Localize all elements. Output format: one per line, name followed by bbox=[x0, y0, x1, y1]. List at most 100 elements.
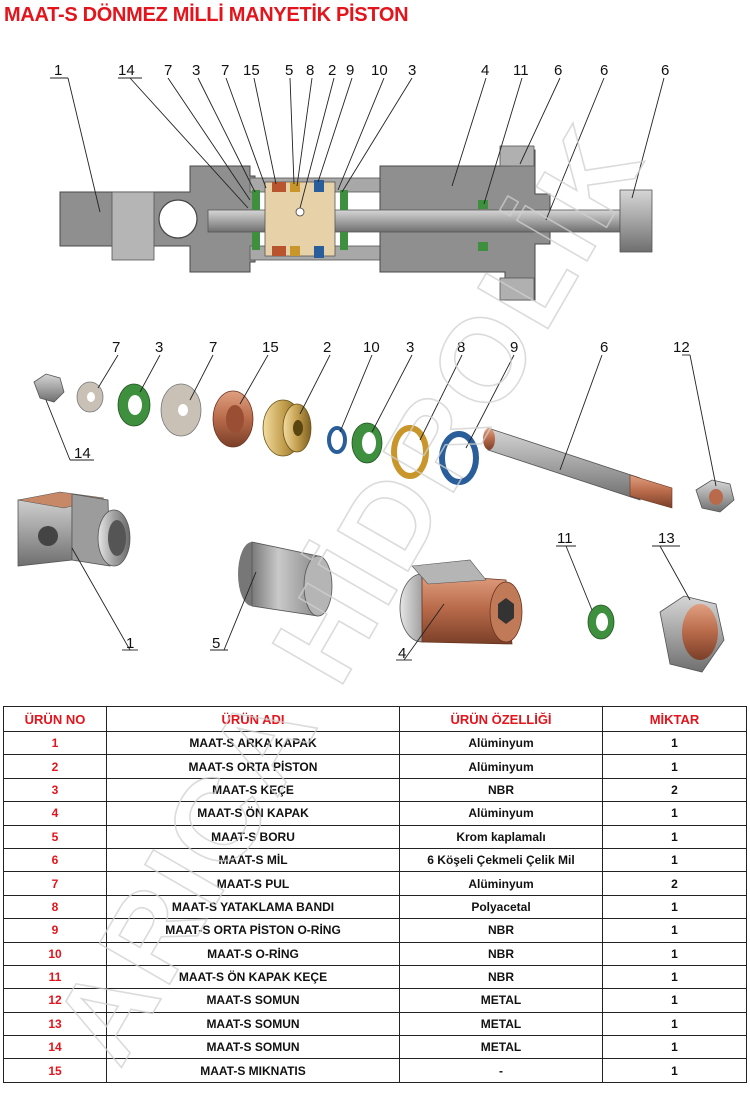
svg-text:2: 2 bbox=[328, 62, 336, 79]
tube-exploded bbox=[238, 541, 333, 617]
row-no: 6 bbox=[3, 847, 107, 873]
exploded-view bbox=[17, 373, 735, 673]
svg-text:4: 4 bbox=[398, 645, 406, 662]
row-qty: 1 bbox=[602, 730, 747, 756]
svg-text:7: 7 bbox=[221, 62, 229, 79]
row-qty: 1 bbox=[602, 988, 747, 1013]
row-name: MAAT-S ORTA PİSTON O-RİNG bbox=[106, 918, 400, 943]
row-name: MAAT-S BORU bbox=[106, 824, 400, 849]
row-property: METAL bbox=[399, 1035, 603, 1060]
row-name: MAAT-S MIKNATIS bbox=[106, 1058, 400, 1083]
row-no: 4 bbox=[3, 801, 107, 826]
row-qty: 2 bbox=[602, 777, 747, 803]
row-property: METAL bbox=[399, 1011, 603, 1037]
row-name: MAAT-S O-RİNG bbox=[106, 941, 400, 966]
svg-text:3: 3 bbox=[406, 339, 414, 356]
svg-text:4: 4 bbox=[481, 62, 489, 79]
header-no: ÜRÜN NO bbox=[3, 706, 107, 732]
svg-text:11: 11 bbox=[557, 530, 573, 547]
row-property: Alüminyum bbox=[399, 801, 603, 826]
row-no: 15 bbox=[3, 1058, 107, 1083]
svg-text:14: 14 bbox=[74, 445, 91, 462]
row-property: 6 Köşeli Çekmeli Çelik Mil bbox=[399, 847, 603, 873]
svg-text:8: 8 bbox=[306, 62, 314, 79]
svg-text:6: 6 bbox=[554, 62, 562, 79]
nut-14 bbox=[33, 373, 65, 403]
svg-text:10: 10 bbox=[371, 62, 388, 79]
row-property: Alüminyum bbox=[399, 871, 603, 896]
row-qty: 1 bbox=[602, 824, 747, 849]
row-property: - bbox=[399, 1058, 603, 1083]
svg-text:6: 6 bbox=[661, 62, 669, 79]
svg-text:7: 7 bbox=[164, 62, 172, 79]
row-no: 12 bbox=[3, 988, 107, 1013]
row-name: MAAT-S SOMUN bbox=[106, 1035, 400, 1060]
row-name: MAAT-S PUL bbox=[106, 871, 400, 896]
row-name: MAAT-S ARKA KAPAK bbox=[106, 730, 400, 756]
row-qty: 1 bbox=[602, 894, 747, 920]
row-no: 2 bbox=[3, 754, 107, 779]
header-property: ÜRÜN ÖZELLİĞİ bbox=[399, 706, 603, 732]
svg-text:15: 15 bbox=[243, 62, 260, 79]
row-property: NBR bbox=[399, 918, 603, 943]
svg-text:15: 15 bbox=[262, 339, 279, 356]
row-name: MAAT-S MİL bbox=[106, 847, 400, 873]
svg-text:3: 3 bbox=[192, 62, 200, 79]
svg-text:2: 2 bbox=[323, 339, 331, 356]
rear-cap-section bbox=[59, 165, 256, 273]
section-leaders bbox=[50, 77, 665, 221]
rod-exploded bbox=[487, 427, 641, 501]
row-no: 9 bbox=[3, 918, 107, 943]
cylinder-diagram: 1 14 7 3 7 15 5 8 2 9 10 3 4 11 6 6 6 bbox=[17, 62, 735, 673]
svg-text:7: 7 bbox=[209, 339, 217, 356]
row-name: MAAT-S ÖN KAPAK bbox=[106, 801, 400, 826]
row-name: MAAT-S SOMUN bbox=[106, 988, 400, 1013]
row-property: NBR bbox=[399, 777, 603, 803]
row-property: Polyacetal bbox=[399, 894, 603, 920]
row-name: MAAT-S KEÇE bbox=[106, 777, 400, 803]
row-no: 3 bbox=[3, 777, 107, 803]
svg-text:7: 7 bbox=[112, 339, 120, 356]
row-no: 1 bbox=[3, 730, 107, 756]
svg-text:14: 14 bbox=[118, 62, 135, 79]
row-qty: 1 bbox=[602, 1011, 747, 1037]
row-property: Krom kaplamalı bbox=[399, 824, 603, 849]
row-no: 11 bbox=[3, 964, 107, 990]
row-qty: 1 bbox=[602, 918, 747, 943]
section-view bbox=[59, 145, 653, 301]
row-property: Alüminyum bbox=[399, 754, 603, 779]
row-no: 5 bbox=[3, 824, 107, 849]
row-name: MAAT-S SOMUN bbox=[106, 1011, 400, 1037]
header-qty: MİKTAR bbox=[602, 706, 747, 732]
row-qty: 2 bbox=[602, 871, 747, 896]
row-name: MAAT-S ÖN KAPAK KEÇE bbox=[106, 964, 400, 990]
row-qty: 1 bbox=[602, 847, 747, 873]
rod-end-nut bbox=[619, 189, 653, 253]
svg-text:9: 9 bbox=[346, 62, 354, 79]
row-no: 7 bbox=[3, 871, 107, 896]
row-qty: 1 bbox=[602, 964, 747, 990]
nut-13 bbox=[659, 595, 725, 673]
svg-text:8: 8 bbox=[457, 339, 465, 356]
front-cap-exploded bbox=[399, 559, 523, 645]
row-property: NBR bbox=[399, 941, 603, 966]
row-no: 13 bbox=[3, 1011, 107, 1037]
row-name: MAAT-S ORTA PİSTON bbox=[106, 754, 400, 779]
svg-text:6: 6 bbox=[600, 62, 608, 79]
piston-section bbox=[264, 181, 336, 257]
row-qty: 1 bbox=[602, 941, 747, 966]
row-no: 10 bbox=[3, 941, 107, 966]
svg-text:3: 3 bbox=[408, 62, 416, 79]
row-qty: 1 bbox=[602, 1058, 747, 1083]
